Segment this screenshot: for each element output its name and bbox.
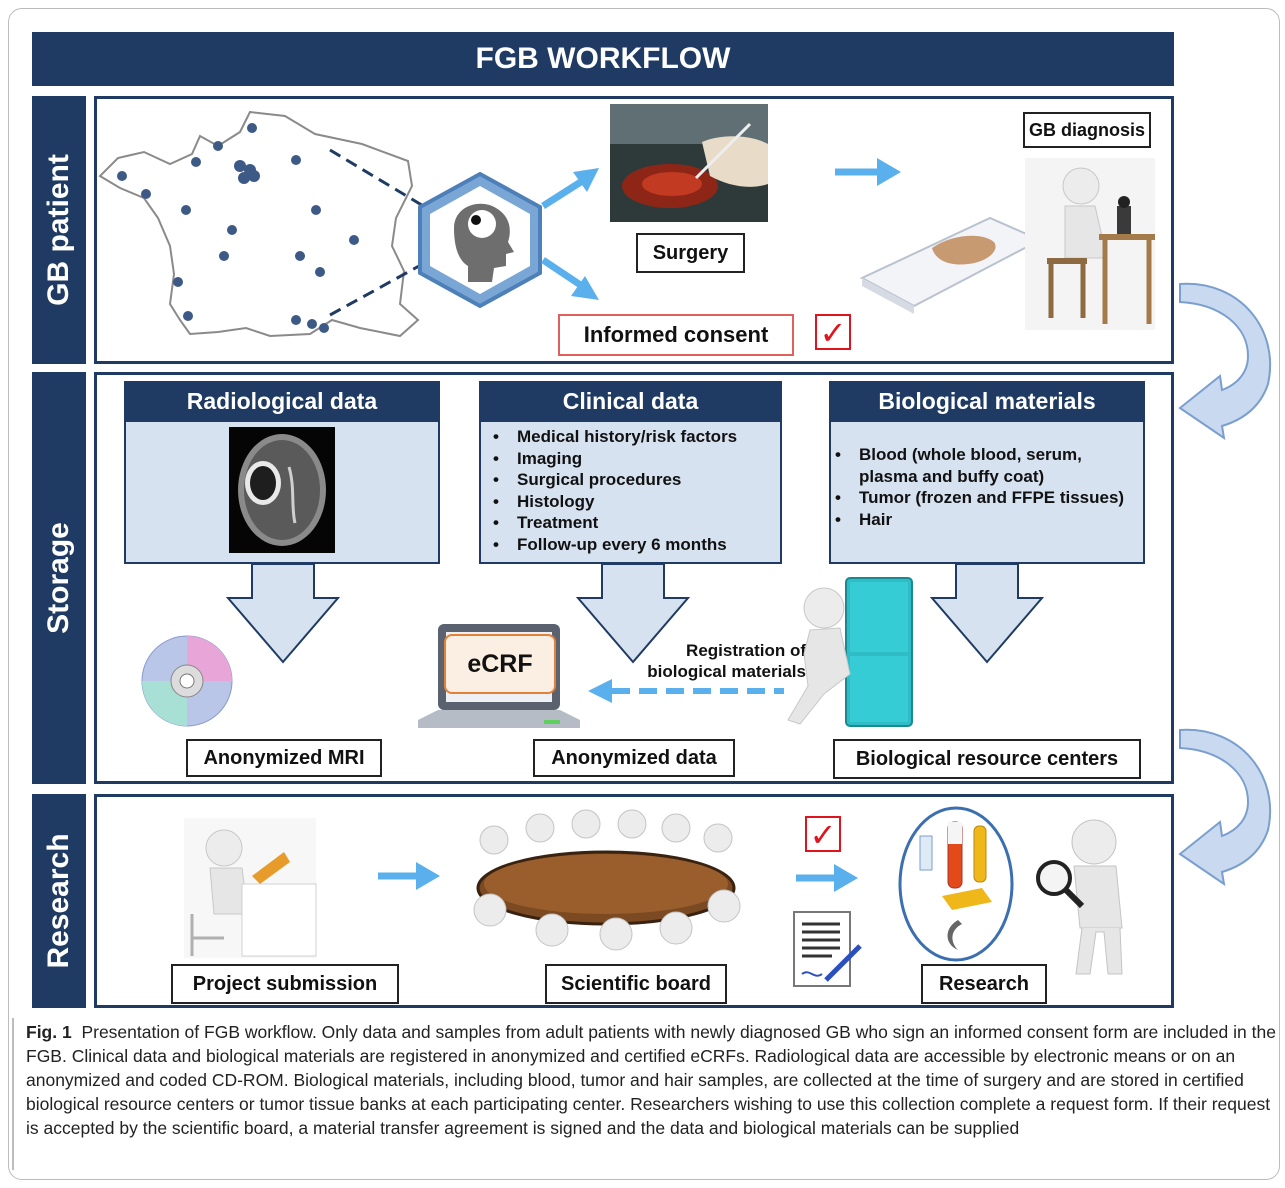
storage-to-research-curve-arrow bbox=[1178, 728, 1272, 887]
row-label-patient: GB patient bbox=[32, 96, 86, 364]
clinical-item: Medical history/risk factors bbox=[493, 426, 780, 448]
biological-item: Tumor (frozen and FFPE tissues) bbox=[835, 487, 1143, 509]
france-map bbox=[98, 110, 420, 338]
biological-down-arrow bbox=[929, 563, 1045, 664]
registration-dashed-arrow bbox=[588, 679, 784, 703]
cd-rom-icon bbox=[141, 635, 233, 727]
to-diagnosis-arrow bbox=[835, 158, 901, 186]
surgery-photo bbox=[610, 104, 768, 222]
figure-frame bbox=[8, 8, 1280, 1180]
ecrf-screen: eCRF bbox=[444, 634, 556, 694]
map-connector-lines bbox=[329, 148, 431, 317]
project-submission-label: Project submission bbox=[171, 964, 399, 1004]
researcher-microscope-figure bbox=[1025, 158, 1155, 330]
registration-label: Registration of biological materials bbox=[647, 641, 806, 681]
patient-branch-arrows bbox=[541, 168, 599, 300]
clinical-item: Imaging bbox=[493, 448, 780, 470]
figure-caption: Fig. 1 Presentation of FGB workflow. Onl… bbox=[26, 1020, 1276, 1140]
mri-scan-image bbox=[229, 427, 335, 553]
clinical-item: Treatment bbox=[493, 512, 780, 534]
clinical-item: Surgical procedures bbox=[493, 469, 780, 491]
consent-check-icon: ✓ bbox=[815, 314, 851, 350]
workflow-title: FGB WORKFLOW bbox=[32, 32, 1174, 86]
informed-consent-label: Informed consent bbox=[558, 314, 794, 356]
surgery-label: Surgery bbox=[636, 233, 745, 273]
radiological-down-arrow bbox=[225, 563, 341, 664]
biological-item: Blood (whole blood, serum, plasma and bu… bbox=[835, 444, 1143, 487]
patient-to-storage-curve-arrow bbox=[1178, 282, 1272, 441]
clinical-header: Clinical data bbox=[479, 381, 782, 422]
clinical-items-list: Medical history/risk factors Imaging Sur… bbox=[481, 422, 780, 555]
biological-resource-centers-label: Biological resource centers bbox=[833, 739, 1141, 779]
researcher-magnifier-figure bbox=[1036, 819, 1123, 975]
biological-header: Biological materials bbox=[829, 381, 1145, 422]
caption-text: Presentation of FGB workflow. Only data … bbox=[26, 1022, 1276, 1138]
caption-rule bbox=[12, 1018, 14, 1170]
research-label: Research bbox=[921, 964, 1047, 1004]
biological-body: Blood (whole blood, serum, plasma and bu… bbox=[829, 422, 1145, 564]
biological-items-list: Blood (whole blood, serum, plasma and bu… bbox=[831, 422, 1143, 530]
signed-agreement-icon bbox=[793, 911, 862, 987]
radiological-header: Radiological data bbox=[124, 381, 440, 422]
biological-item: Hair bbox=[835, 509, 1143, 531]
to-board-arrow bbox=[378, 862, 440, 890]
row-label-research: Research bbox=[32, 794, 86, 1008]
board-approval-check-icon: ✓ bbox=[805, 816, 841, 852]
anonymized-data-label: Anonymized data bbox=[533, 739, 735, 777]
brain-hexagon-icon bbox=[418, 171, 542, 309]
center-dots bbox=[117, 123, 359, 333]
clinical-body: Medical history/risk factors Imaging Sur… bbox=[479, 422, 782, 564]
person-at-desk-figure bbox=[184, 818, 317, 958]
anonymized-mri-label: Anonymized MRI bbox=[186, 739, 382, 777]
figure-number: Fig. 1 bbox=[26, 1022, 72, 1042]
gb-diagnosis-label: GB diagnosis bbox=[1023, 112, 1151, 148]
research-samples-icon bbox=[898, 806, 1014, 962]
clinical-item: Histology bbox=[493, 491, 780, 513]
clinical-item: Follow-up every 6 months bbox=[493, 534, 780, 556]
scientific-board-figure bbox=[473, 809, 741, 951]
scientific-board-label: Scientific board bbox=[545, 964, 727, 1004]
row-label-storage: Storage bbox=[32, 372, 86, 784]
freezer-figure bbox=[787, 577, 913, 727]
to-research-arrow bbox=[796, 864, 858, 892]
clinical-down-arrow bbox=[575, 563, 691, 664]
microscope-slide bbox=[859, 216, 1043, 314]
